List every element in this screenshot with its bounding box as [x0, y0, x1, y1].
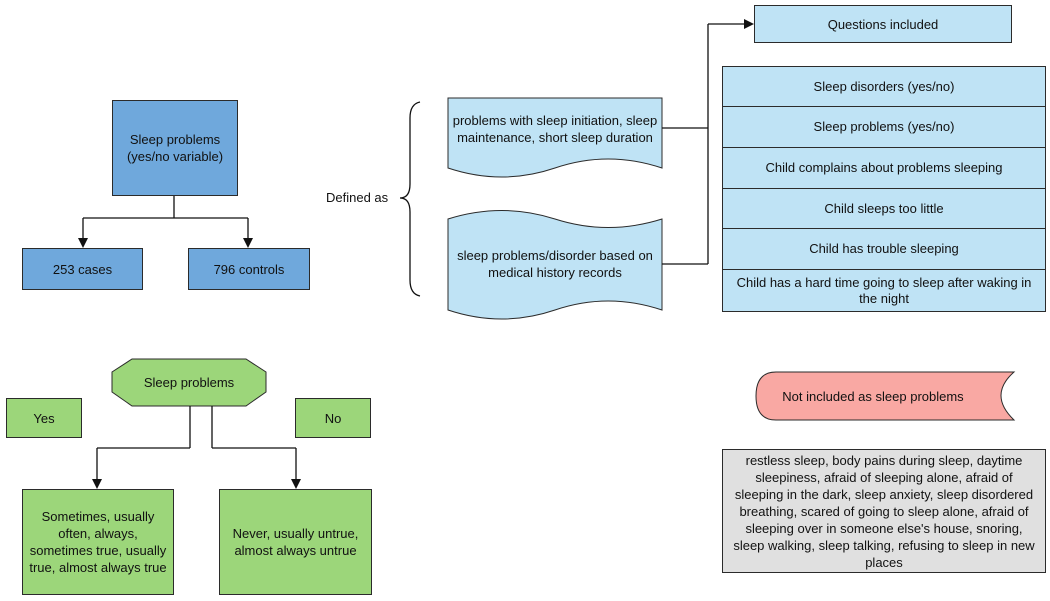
no-answers-text: Never, usually untrue, almost always unt… [232, 526, 359, 558]
question-item: Child complains about problems sleeping [723, 148, 1045, 189]
curly-brace [399, 101, 421, 297]
definition-2-text: sleep problems/disorder based on medical… [457, 248, 653, 280]
question-item: Child sleeps too little [723, 189, 1045, 229]
sleep-problems-root-text: Sleep problems (yes/no variable) [126, 132, 224, 164]
decision-connector [92, 406, 301, 489]
yes-answers-text: Sometimes, usually often, always, someti… [29, 509, 167, 575]
no-answers-box: Never, usually untrue, almost always unt… [219, 489, 372, 595]
decision-octagon [111, 358, 267, 407]
yes-answers-box: Sometimes, usually often, always, someti… [22, 489, 174, 595]
question-item: Sleep problems (yes/no) [723, 107, 1045, 148]
cases-box: 253 cases [22, 248, 143, 290]
questions-header-box: Questions included [754, 5, 1012, 43]
defined-as-label: Defined as [326, 190, 389, 205]
yes-label-text: Yes [33, 410, 55, 426]
yes-label-box: Yes [6, 398, 82, 438]
cases-text: 253 cases [52, 261, 113, 277]
questions-list: Sleep disorders (yes/no) Sleep problems … [722, 66, 1046, 312]
controls-text: 796 controls [213, 261, 285, 277]
not-included-header-text: Not included as sleep problems [782, 388, 964, 404]
sleep-problems-root-box: Sleep problems (yes/no variable) [112, 100, 238, 196]
definition-shape-1 [447, 97, 663, 178]
definition-shape-2 [447, 210, 663, 320]
question-item: Sleep disorders (yes/no) [723, 67, 1045, 107]
not-included-list-text: restless sleep, body pains during sleep,… [733, 452, 1035, 570]
no-label-text: No [324, 410, 342, 426]
no-label-box: No [295, 398, 371, 438]
controls-box: 796 controls [188, 248, 310, 290]
definition-1-text: problems with sleep initiation, sleep ma… [452, 113, 658, 145]
questions-header-text: Questions included [827, 16, 939, 32]
decision-root-text: Sleep problems [143, 375, 235, 390]
question-item: Child has a hard time going to sleep aft… [723, 270, 1045, 311]
not-included-shape [755, 371, 1016, 421]
definitions-to-questions-connector [662, 19, 754, 265]
tree-connector [78, 196, 253, 248]
question-item: Child has trouble sleeping [723, 229, 1045, 270]
not-included-list-box: restless sleep, body pains during sleep,… [722, 449, 1046, 573]
